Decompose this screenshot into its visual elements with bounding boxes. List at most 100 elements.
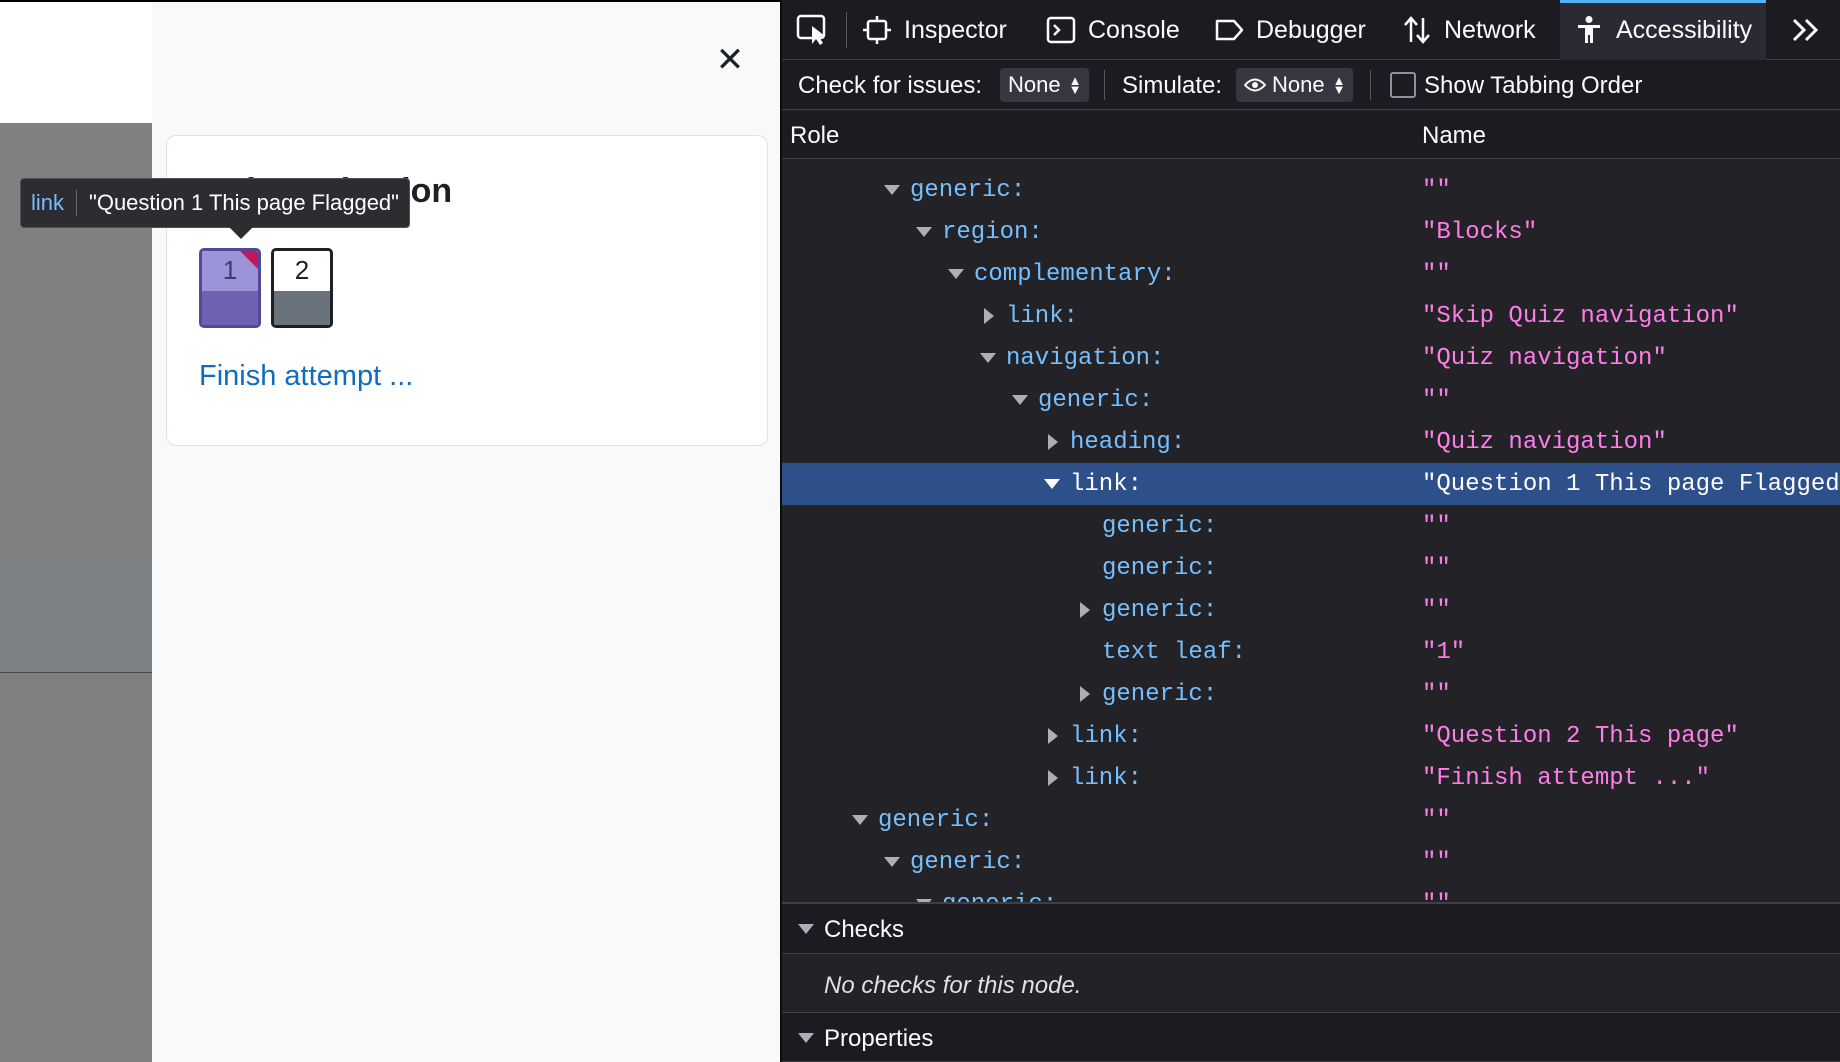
question-top — [274, 251, 330, 291]
tree-row[interactable]: region: "Blocks" — [782, 211, 1840, 253]
tree-row-role: generic: — [1102, 555, 1218, 582]
tree-row[interactable]: generic: "" — [782, 799, 1840, 841]
tab-debugger[interactable]: Debugger — [1214, 0, 1366, 60]
tree-row-name: "" — [1422, 513, 1451, 540]
question-1-button[interactable]: 1 — [199, 248, 261, 328]
tree-row[interactable]: complementary:"" — [782, 253, 1840, 295]
page-header-area — [0, 2, 152, 123]
chevron-down-icon[interactable] — [852, 815, 868, 825]
chevron-right-icon[interactable] — [1048, 770, 1058, 786]
column-role[interactable]: Role — [790, 122, 840, 149]
tab-console[interactable]: Console — [1046, 0, 1180, 60]
tree-row[interactable]: generic: "" — [782, 505, 1840, 547]
tree-row[interactable]: generic:"" — [782, 589, 1840, 631]
accessibility-toolbar: Check for issues: None ▲▼ Simulate: None… — [782, 60, 1840, 110]
tree-row[interactable]: generic: — [782, 160, 1840, 169]
simulate-select[interactable]: None ▲▼ — [1236, 68, 1354, 102]
tree-row-name: "" — [1422, 555, 1451, 582]
close-icon[interactable]: ✕ — [715, 41, 745, 79]
more-tools-button[interactable] — [1790, 0, 1824, 60]
toolbar-separator — [1104, 70, 1105, 100]
chevron-right-icon[interactable] — [1080, 686, 1090, 702]
tree-row[interactable]: heading:"Quiz navigation" — [782, 421, 1840, 463]
tree-row-role: generic: — [1038, 387, 1154, 414]
tree-row[interactable]: generic: "" — [782, 379, 1840, 421]
tree-row-role: generic: — [878, 807, 994, 834]
check-issues-label: Check for issues: — [798, 72, 983, 99]
tab-label: Console — [1088, 15, 1180, 44]
tree-row-name: "" — [1422, 807, 1451, 834]
tree-row-name: "" — [1422, 597, 1451, 624]
tooltip-name: "Question 1 This page Flagged" — [89, 190, 399, 215]
chevron-down-icon[interactable] — [1044, 479, 1060, 489]
properties-header[interactable]: Properties — [782, 1012, 1840, 1062]
chevron-down-icon[interactable] — [884, 857, 900, 867]
tree-row-role: link: — [1070, 471, 1143, 498]
web-page: ✕ Quiz navigation 1 2 Finish attempt ...… — [0, 0, 780, 1062]
eye-icon — [1244, 78, 1266, 92]
tree-row-name: "" — [1422, 387, 1451, 414]
tree-row-role: region: — [942, 219, 1043, 246]
tree-row-name: "1" — [1422, 639, 1466, 666]
show-tabbing-order-checkbox[interactable] — [1390, 72, 1416, 98]
tree-row[interactable]: generic: "" — [782, 547, 1840, 589]
updown-icon: ▲▼ — [1068, 73, 1082, 97]
tree-row-role: navigation: — [1006, 345, 1165, 372]
chevron-right-icon[interactable] — [1080, 602, 1090, 618]
tree-column-header: Role Name — [782, 111, 1840, 159]
tabbar-separator — [846, 12, 847, 48]
question-number: 1 — [222, 255, 238, 285]
tree-row[interactable]: generic: "" — [782, 169, 1840, 211]
backdrop-band — [0, 560, 152, 673]
finish-attempt-link[interactable]: Finish attempt ... — [199, 360, 414, 392]
tree-row-name: "Question 1 This page Flagged" — [1422, 471, 1840, 498]
tab-inspector[interactable]: Inspector — [862, 0, 1007, 60]
element-picker-icon[interactable] — [796, 14, 830, 46]
tree-row[interactable]: generic:"" — [782, 673, 1840, 715]
accessibility-tree: generic:generic:""region:"Blocks"complem… — [782, 160, 1840, 902]
chevron-down-icon[interactable] — [916, 899, 932, 902]
tree-row-name: "" — [1422, 849, 1451, 876]
tree-row-role: generic: — [1102, 513, 1218, 540]
tree-row-role: link: — [1006, 303, 1079, 330]
question-2-button[interactable]: 2 — [271, 248, 333, 328]
select-value: None — [1008, 72, 1061, 97]
tree-row-role: link: — [1070, 765, 1143, 792]
tree-row-role: complementary: — [974, 261, 1176, 288]
chevron-right-icon[interactable] — [1048, 434, 1058, 450]
chevron-down-icon[interactable] — [884, 185, 900, 195]
tree-row[interactable]: link: "Question 1 This page Flagged" — [782, 463, 1840, 505]
checks-panel: Checks No checks for this node. Properti… — [782, 902, 1840, 1062]
tree-row-role: generic: — [910, 160, 1025, 162]
tree-row-role: generic: — [910, 177, 1026, 204]
chevron-down-icon — [798, 924, 814, 934]
tree-row-name: "Blocks" — [1422, 219, 1538, 246]
chevron-down-icon — [798, 1033, 814, 1043]
tree-row-role: generic: — [910, 849, 1026, 876]
tree-row[interactable]: link:"Question 2 This page" — [782, 715, 1840, 757]
tree-row[interactable]: generic:"" — [782, 883, 1840, 902]
chevron-down-icon[interactable] — [980, 353, 996, 363]
tab-accessibility[interactable]: Accessibility — [1560, 0, 1767, 60]
tree-row-name: "" — [1422, 177, 1451, 204]
check-issues-select[interactable]: None ▲▼ — [1000, 68, 1090, 102]
chevron-down-icon[interactable] — [916, 227, 932, 237]
tooltip-role: link — [31, 190, 78, 216]
checks-empty-message: No checks for this node. — [824, 972, 1082, 999]
chevron-right-icon[interactable] — [984, 308, 994, 324]
tree-row[interactable]: navigation:"Quiz navigation" — [782, 337, 1840, 379]
tab-network[interactable]: Network — [1402, 0, 1536, 60]
chevron-right-icon[interactable] — [1048, 728, 1058, 744]
properties-title: Properties — [824, 1025, 934, 1052]
tree-row[interactable]: generic: "" — [782, 841, 1840, 883]
tree-row[interactable]: text leaf:"1" — [782, 631, 1840, 673]
tree-row-name: "" — [1422, 891, 1451, 902]
chevron-down-icon[interactable] — [1012, 395, 1028, 405]
tree-row[interactable]: link:"Finish attempt ..." — [782, 757, 1840, 799]
tree-row[interactable]: link:"Skip Quiz navigation" — [782, 295, 1840, 337]
flag-icon — [240, 251, 258, 269]
chevron-down-icon[interactable] — [948, 269, 964, 279]
column-name[interactable]: Name — [1422, 122, 1487, 149]
checks-header[interactable]: Checks — [782, 904, 1840, 954]
show-tabbing-order-label[interactable]: Show Tabbing Order — [1424, 72, 1643, 99]
